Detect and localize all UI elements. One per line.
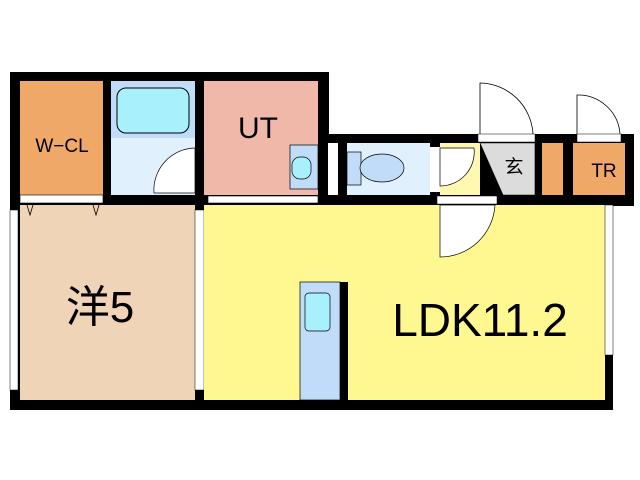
closet-door-markers [26, 204, 100, 217]
entrance-label: 玄 [504, 156, 523, 178]
kitchen-wall [340, 282, 348, 400]
toilet-door-swing[interactable] [439, 147, 475, 187]
kitchen-sink-icon [304, 292, 331, 332]
trunk-room-door-frame [576, 133, 622, 143]
entrance-door-swing[interactable] [479, 82, 534, 135]
corridor-window [328, 143, 338, 195]
bathtub-icon [116, 87, 190, 134]
western-window [9, 209, 19, 391]
shoe-closet [542, 143, 563, 195]
ldk-window [604, 204, 614, 356]
room-entrance [479, 142, 536, 196]
ldk-door-frame [436, 195, 498, 205]
bath-door-swing[interactable] [153, 147, 196, 194]
room-walk-in-closet [20, 81, 103, 195]
western-room-label: 洋5 [66, 283, 134, 332]
trunk-room-label: TR [591, 161, 616, 182]
toilet-door-frame [430, 147, 440, 192]
western-door[interactable] [194, 209, 205, 391]
room-ldk [204, 205, 605, 400]
walk-in-closet-label: W−CL [35, 136, 88, 157]
room-trunk-room [573, 143, 625, 195]
utility-label: UT [238, 112, 278, 145]
room-western [20, 205, 195, 400]
sink-icon [291, 156, 312, 180]
entrance-door-frame [477, 133, 536, 143]
trunk-room-door-swing[interactable] [576, 94, 621, 135]
closet-door[interactable] [19, 194, 104, 204]
ldk-label: LDK11.2 [392, 294, 568, 346]
utility-door[interactable] [207, 195, 319, 204]
ldk-door-swing[interactable] [439, 204, 496, 258]
toilet-tank-icon [346, 151, 362, 186]
toilet-bowl-icon [359, 153, 405, 183]
